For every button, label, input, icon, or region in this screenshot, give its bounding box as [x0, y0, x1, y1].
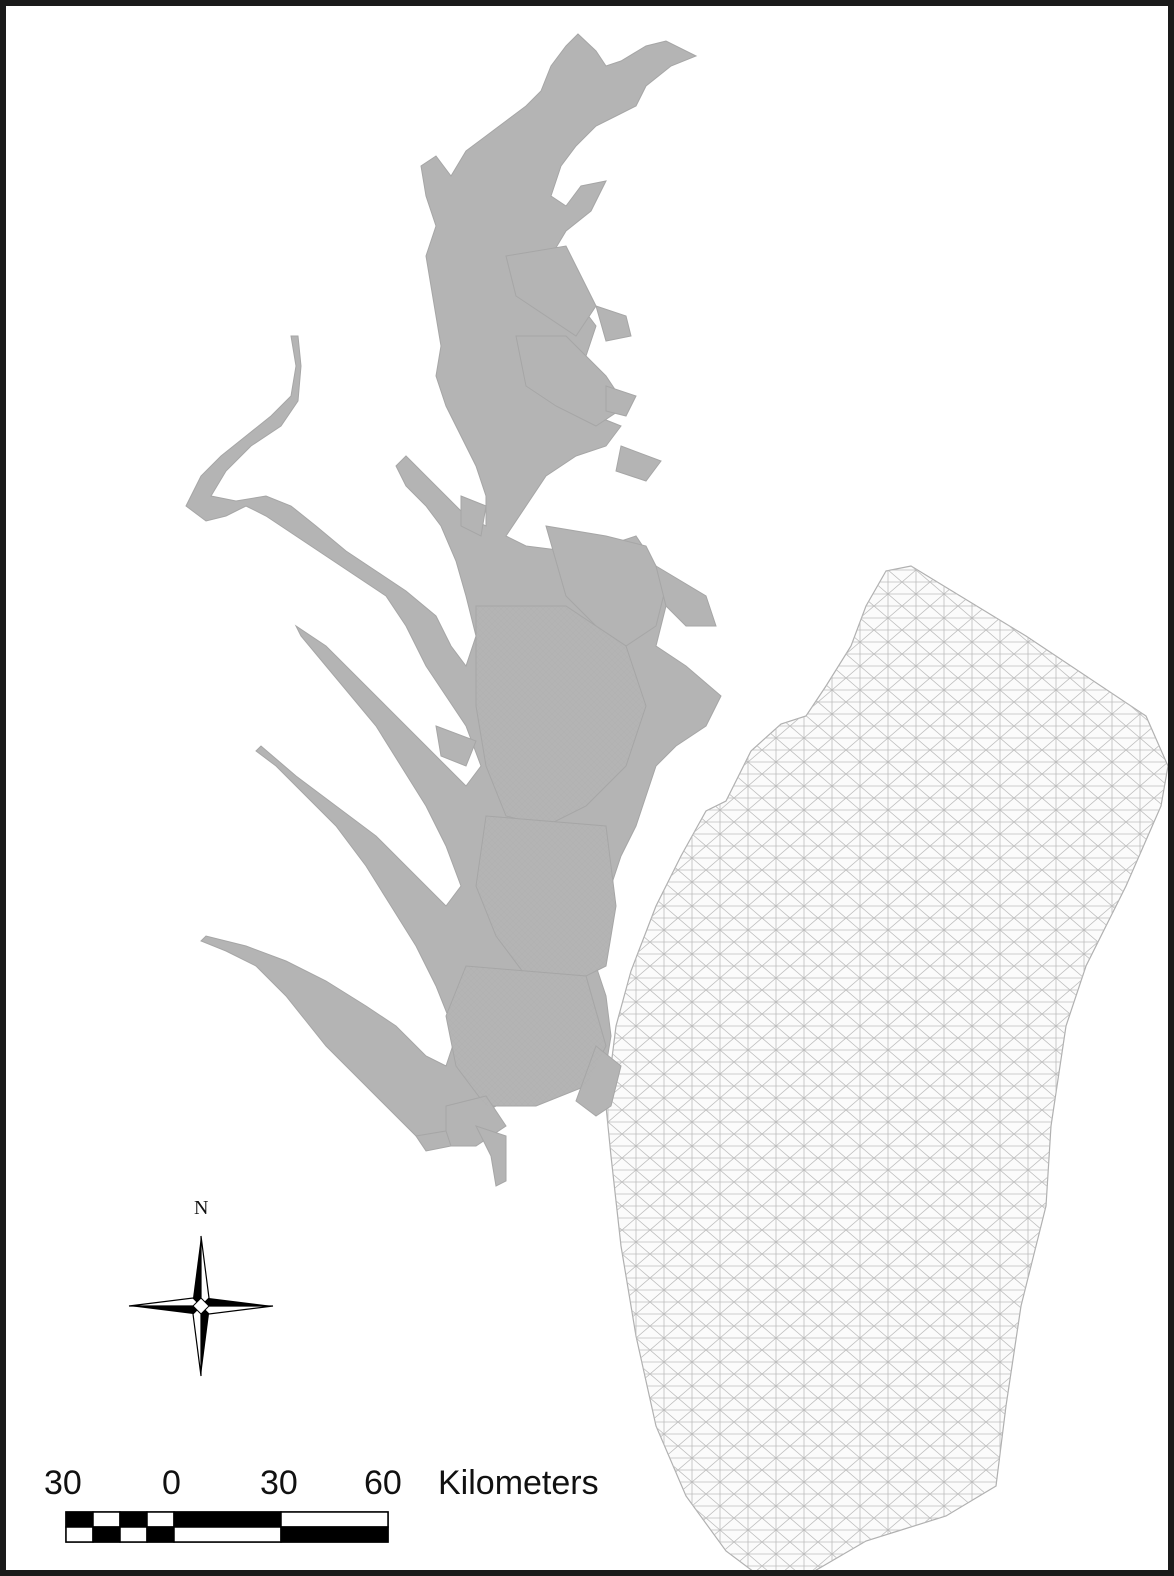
north-arrow-icon — [128, 1235, 274, 1377]
scale-bar-graphic — [65, 1511, 389, 1543]
map-canvas: N 30 0 30 60 Kilometers — [44, 33, 1168, 1570]
scale-tick-label-30-left: 30 — [44, 1464, 82, 1502]
scale-tick-label-0: 0 — [162, 1464, 181, 1502]
scale-bar: 30 0 30 60 Kilometers — [44, 1464, 599, 1543]
ocean-mesh — [605, 565, 1168, 1570]
scale-tick-label-30: 30 — [260, 1464, 298, 1502]
scale-unit-label: Kilometers — [438, 1464, 599, 1502]
bay-texture — [446, 606, 646, 1106]
scale-tick-label-60: 60 — [364, 1464, 402, 1502]
north-label: N — [194, 1197, 208, 1219]
north-arrow: N — [128, 1197, 274, 1377]
